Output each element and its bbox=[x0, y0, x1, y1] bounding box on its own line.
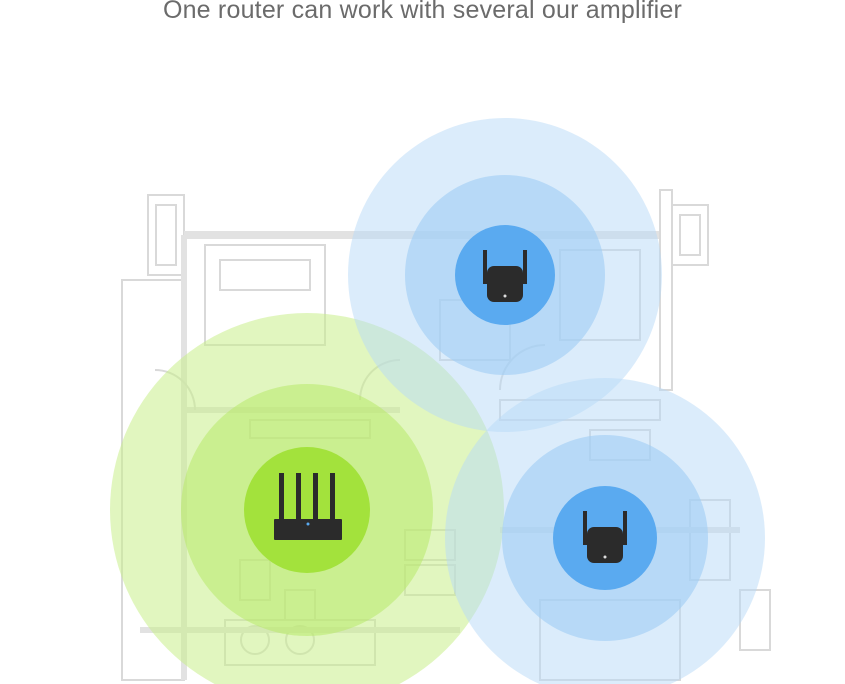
wifi-extender-icon bbox=[583, 511, 627, 563]
wifi-extender-icon bbox=[483, 250, 527, 302]
router-icon bbox=[274, 473, 342, 540]
router-coverage-core bbox=[244, 447, 370, 573]
headline: One router can work with several our amp… bbox=[162, 0, 683, 24]
router-coverage bbox=[110, 313, 504, 684]
